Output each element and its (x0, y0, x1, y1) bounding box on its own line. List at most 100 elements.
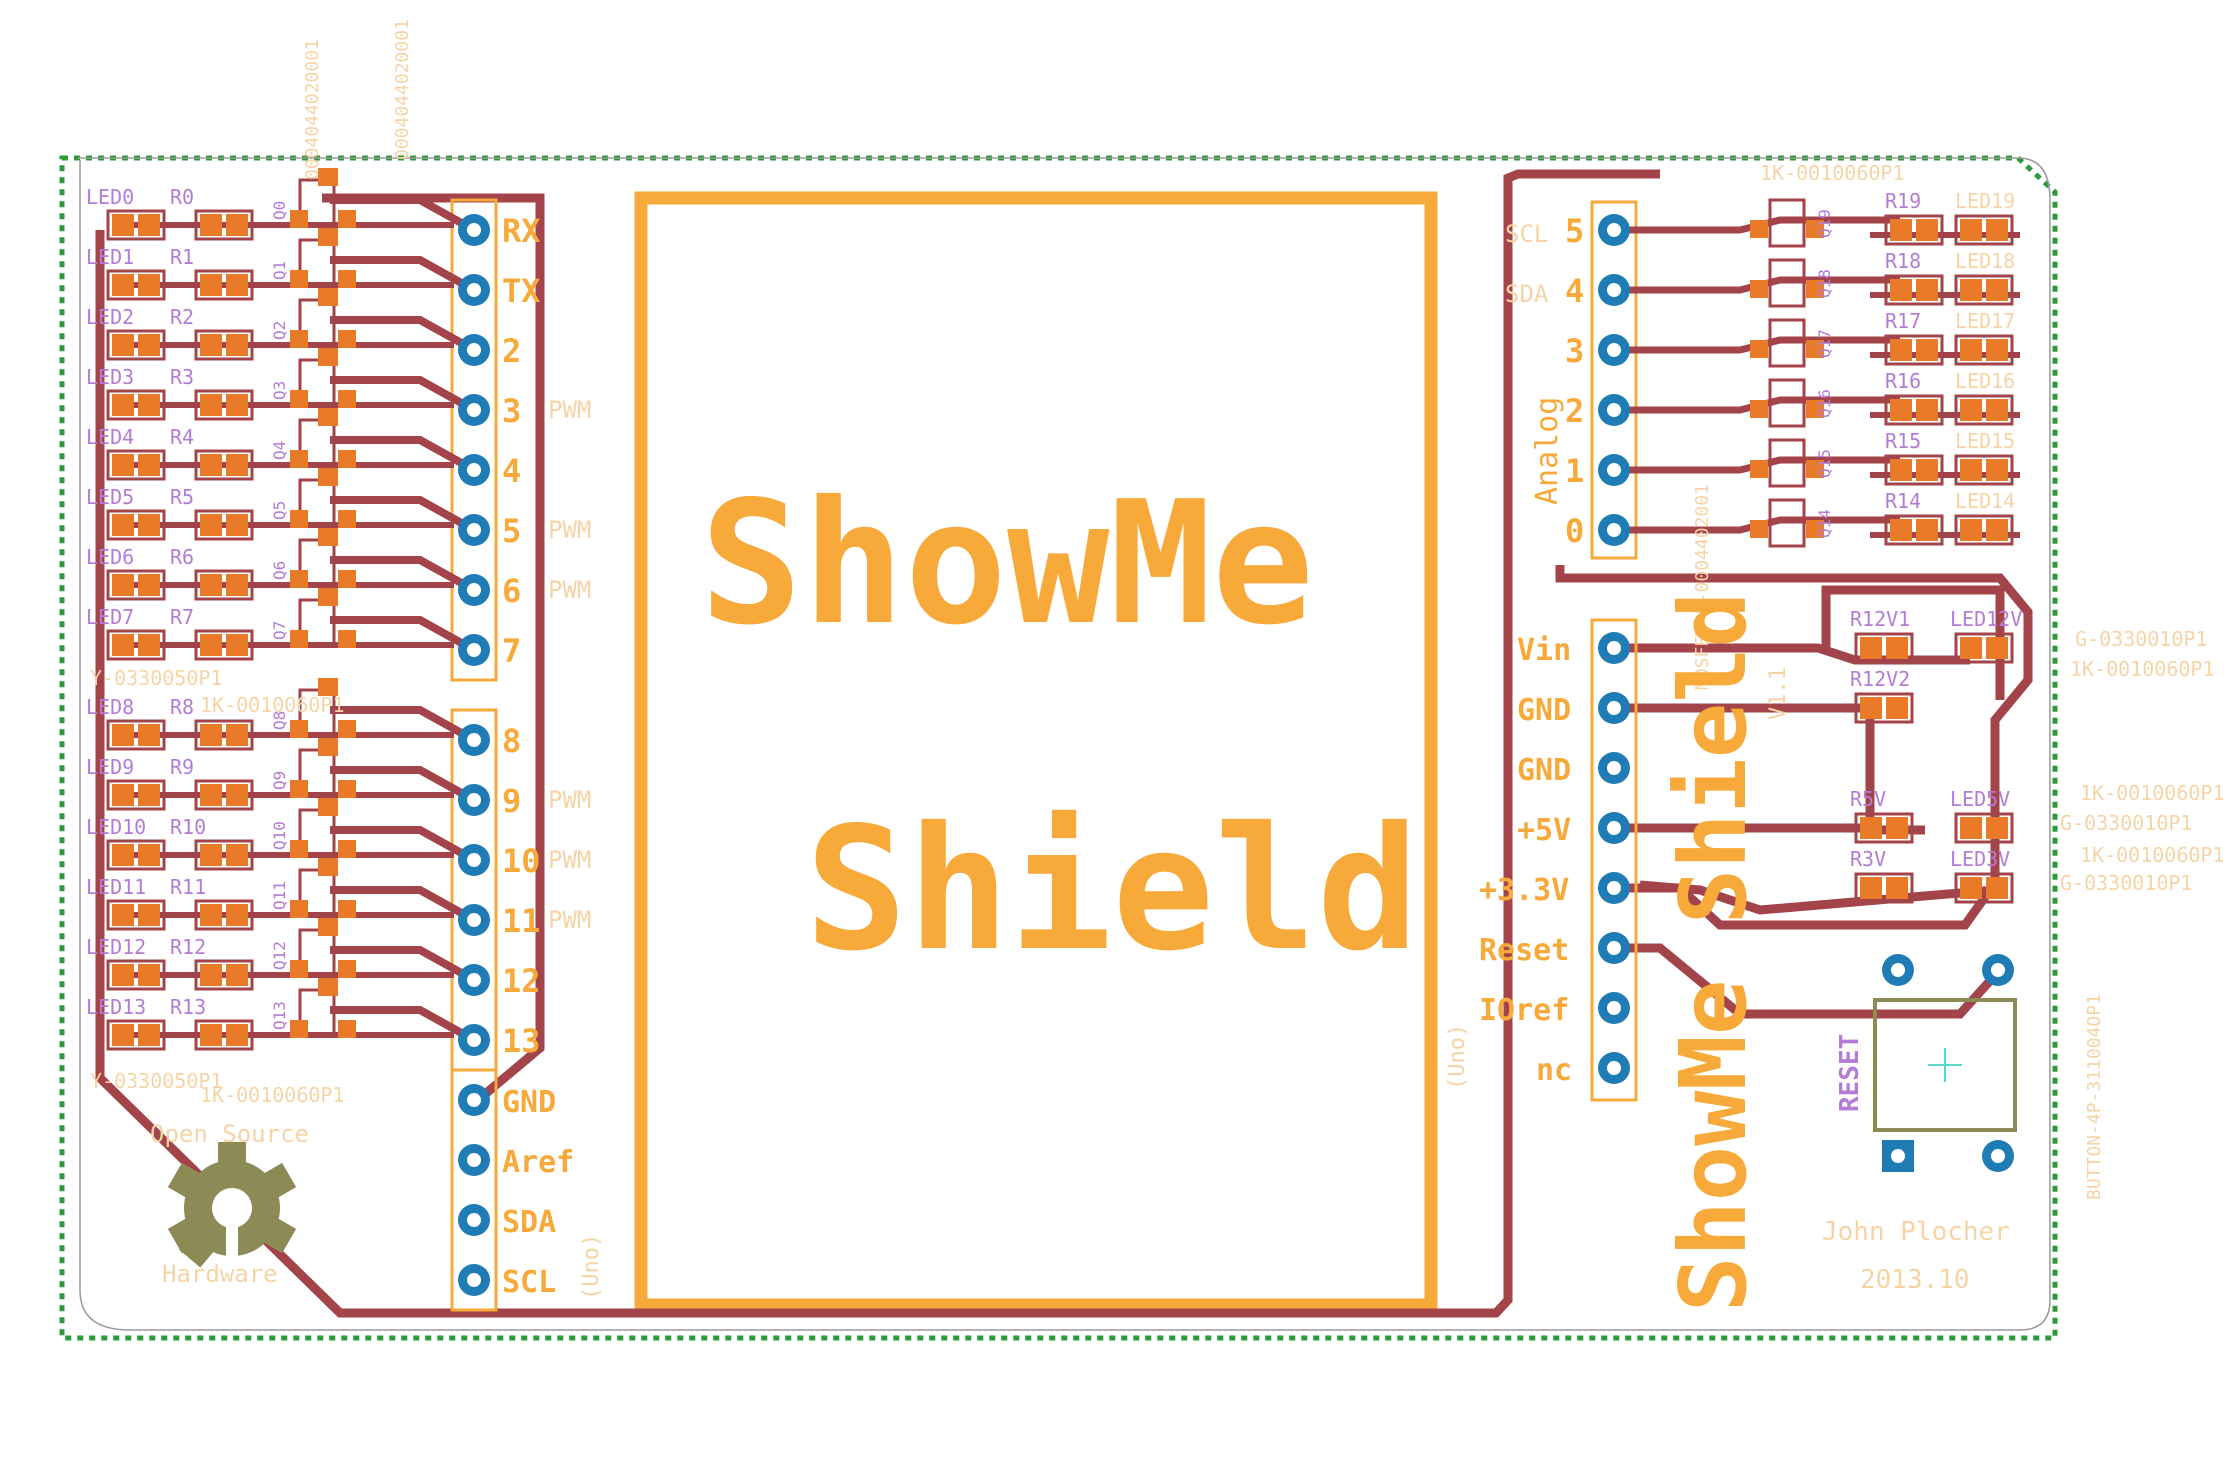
left-led-outline (106, 959, 166, 991)
mosfet-pad (1806, 460, 1824, 478)
date: 2013.10 (1860, 1265, 1970, 1295)
q-ref: Q17 (1815, 329, 1834, 358)
left-led-outline (106, 899, 166, 931)
res-ref: R16 (1885, 369, 1921, 393)
mosfet-pad (318, 168, 338, 186)
power-res-ref: R12V1 (1850, 607, 1910, 631)
left-resistor-outline (194, 209, 254, 241)
left-resistor-pad-b (226, 784, 248, 806)
led-ref: LED6 (86, 545, 134, 569)
right-resistor-pad-b (1916, 219, 1938, 241)
right-led-outline (1954, 214, 2014, 246)
digital-pin-hole (467, 523, 481, 537)
digital-pin-label: 8 (502, 722, 521, 760)
q-ref: Q18 (1815, 269, 1834, 298)
left-resistor-outline (194, 569, 254, 601)
right-led-outline (1954, 514, 2014, 546)
q-ref: Q12 (270, 941, 289, 970)
digital-pin-label: 5 (502, 512, 521, 550)
pwm-label: PWM (548, 396, 591, 424)
part-code-res: 1K-0010060P1 (2080, 781, 2225, 805)
left-led-pad-a (112, 574, 134, 596)
pwm-label: PWM (548, 846, 591, 874)
left-led-outline (106, 389, 166, 421)
digital-pin-label: 3 (502, 392, 521, 430)
led-ref: LED13 (86, 995, 146, 1019)
res-ref: R10 (170, 815, 206, 839)
reset-label: RESET (1835, 1034, 1865, 1112)
power-led-ref: LED3V (1950, 847, 2010, 871)
left-trace-outline (95, 169, 1660, 1318)
left-led-pad-a (112, 334, 134, 356)
mosfet-body (298, 988, 336, 1038)
led-ref: LED16 (1955, 369, 2015, 393)
left-resistor-outline (194, 449, 254, 481)
q-ref: Q6 (270, 561, 289, 580)
part-code-led: Y-0330050P1 (90, 666, 222, 690)
right-resistor-pad-b (1916, 459, 1938, 481)
left-led-pad-b (138, 334, 160, 356)
right-led-outline (1954, 454, 2014, 486)
mosfet-body (298, 598, 336, 648)
power-resistor-pad-a (1860, 637, 1882, 659)
analog-pin-hole (1607, 343, 1621, 357)
analog-pin-label: 4 (1565, 272, 1584, 310)
analog-pin-hole (1607, 223, 1621, 237)
right-led-outline (1954, 274, 2014, 306)
right-resistor-outline (1884, 454, 1944, 486)
pwm-label: PWM (548, 786, 591, 814)
left-resistor-pad-a (200, 634, 222, 656)
digital-pin-hole (467, 853, 481, 867)
mosfet-body (298, 358, 336, 408)
power-pin-label: GND (1517, 753, 1571, 788)
digital-pin-hole (467, 583, 481, 597)
q-ref: Q14 (1815, 509, 1834, 538)
left-led-outline (106, 509, 166, 541)
res-ref: R5 (170, 485, 194, 509)
led-ref: LED7 (86, 605, 134, 629)
mosfet-pad (338, 720, 356, 738)
power-led-pad-a (1960, 637, 1982, 659)
left-led-pad-b (138, 514, 160, 536)
right-resistor-outline (1884, 274, 1944, 306)
analog-pin-label: 3 (1565, 332, 1584, 370)
left-resistor-pad-a (200, 724, 222, 746)
header-digital-0-7 (450, 198, 498, 682)
left-led-pad-a (112, 904, 134, 926)
left-resistor-pad-b (226, 274, 248, 296)
mosfet-pad (318, 348, 338, 366)
analog-alt-label: SCL (1505, 220, 1548, 248)
led-ref: LED1 (86, 245, 134, 269)
mosfet-pad (318, 918, 338, 936)
res-ref: R3 (170, 365, 194, 389)
led-ref: LED19 (1955, 189, 2015, 213)
left-led-pad-a (112, 634, 134, 656)
left-led-outline (106, 449, 166, 481)
power-led-pad-a (1960, 877, 1982, 899)
q-ref: Q8 (270, 711, 289, 730)
left-resistor-pad-a (200, 574, 222, 596)
mosfet-pad (318, 738, 338, 756)
left-led-pad-b (138, 724, 160, 746)
digital-pin-hole (467, 793, 481, 807)
mosfet-pad (290, 1020, 308, 1038)
power-led-pad-a (1960, 817, 1982, 839)
power-pin-label: Reset (1479, 933, 1569, 968)
power-pin-hole (1607, 941, 1621, 955)
mosfet-pad (290, 960, 308, 978)
q-ref: Q19 (1815, 209, 1834, 238)
right-resistor-outline (1884, 394, 1944, 426)
led-ref: LED5 (86, 485, 134, 509)
left-resistor-outline (194, 1019, 254, 1051)
button-part: BUTTON-4P-311004OP1 (2084, 994, 2105, 1200)
power-led-outline (1954, 632, 2014, 664)
left-led-pad-a (112, 274, 134, 296)
right-led-pad-b (1986, 519, 2008, 541)
mosfet-pad (338, 960, 356, 978)
led-ref: LED17 (1955, 309, 2015, 333)
right-led-pad-a (1960, 219, 1982, 241)
mosfet-pad (1806, 280, 1824, 298)
pwm-label: PWM (548, 906, 591, 934)
power-led-outline (1954, 872, 2014, 904)
digital-trace (330, 436, 476, 474)
